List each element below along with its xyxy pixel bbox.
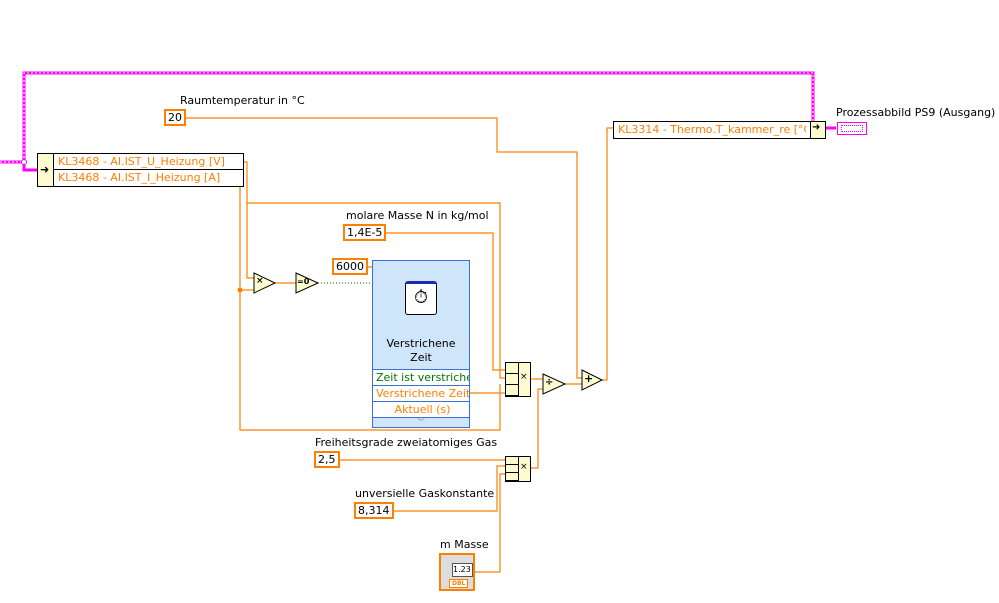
row-i-heizung[interactable]: KL3468 - AI.IST_I_Heizung [A] [58, 171, 221, 184]
gaskonstante-label: unversielle Gaskonstante [355, 487, 495, 500]
input-property-node[interactable]: ➜ KL3468 - AI.IST_U_Heizung [V] KL3468 -… [37, 153, 244, 187]
expand-chevron-icon[interactable]: ︾ [373, 417, 469, 427]
add-node[interactable] [581, 369, 604, 391]
cluster-indicator-icon[interactable] [837, 122, 867, 135]
equal-zero-node[interactable] [295, 272, 320, 294]
freiheitsgrade-label: Freiheitsgrade zweiatomiges Gas [315, 436, 498, 449]
row-u-heizung[interactable]: KL3468 - AI.IST_U_Heizung [V] [54, 154, 243, 170]
multiply-node[interactable] [253, 272, 277, 294]
gaskonstante-constant[interactable]: 8,314 [354, 502, 394, 519]
output-aktuell[interactable]: Aktuell (s) [373, 401, 469, 417]
multiply-symbol: × [520, 462, 528, 472]
output-property-node[interactable]: KL3314 - Thermo.T_kammer_re [°C] ➜ [613, 121, 826, 139]
equal-zero-symbol: =0 [297, 277, 310, 286]
compound-multiply-upper[interactable]: × [505, 362, 531, 397]
multiply-symbol: × [256, 276, 264, 286]
output-verstrichene-zeit[interactable]: Verstrichene Zeit [373, 385, 469, 401]
compound-multiply-lower[interactable]: × [505, 456, 531, 482]
m-masse-label: m Masse [440, 538, 489, 551]
m-masse-value: 1.23 [452, 563, 473, 577]
wire-junction [237, 287, 243, 293]
multiply-symbol: × [520, 372, 528, 382]
timer-title-line2: Zeit [410, 351, 432, 364]
dbl-type-badge: DBL [449, 579, 469, 588]
timer-target-constant[interactable]: 6000 [332, 258, 368, 275]
divide-symbol: ÷ [545, 377, 554, 388]
divide-node[interactable] [542, 373, 567, 395]
stopwatch-icon: ⏱ [405, 281, 437, 315]
arrow-right-icon: ➜ [38, 154, 54, 186]
elapsed-time-express-vi[interactable]: ⏱ Verstrichene Zeit Zeit ist verstrichen… [372, 260, 470, 428]
molare-masse-label: molare Masse N in kg/mol [346, 209, 489, 222]
freiheitsgrade-constant[interactable]: 2,5 [314, 451, 340, 468]
raumtemperatur-label: Raumtemperatur in °C [180, 94, 305, 107]
arrow-right-icon: ➜ [810, 122, 825, 138]
add-symbol: + [584, 372, 594, 385]
output-zeit-ist-verstrichen[interactable]: Zeit ist verstrichen [373, 369, 469, 385]
row-t-kammer[interactable]: KL3314 - Thermo.T_kammer_re [°C] [618, 123, 806, 136]
raumtemperatur-constant[interactable]: 20 [164, 109, 186, 126]
molare-masse-constant[interactable]: 1,4E-5 [343, 224, 387, 241]
m-masse-control[interactable]: 1.23 DBL [439, 553, 475, 591]
timer-title-line1: Verstrichene [386, 337, 456, 350]
wire-junction [21, 159, 27, 165]
indicator-label: Prozessabbild PS9 (Ausgang) [836, 106, 996, 119]
